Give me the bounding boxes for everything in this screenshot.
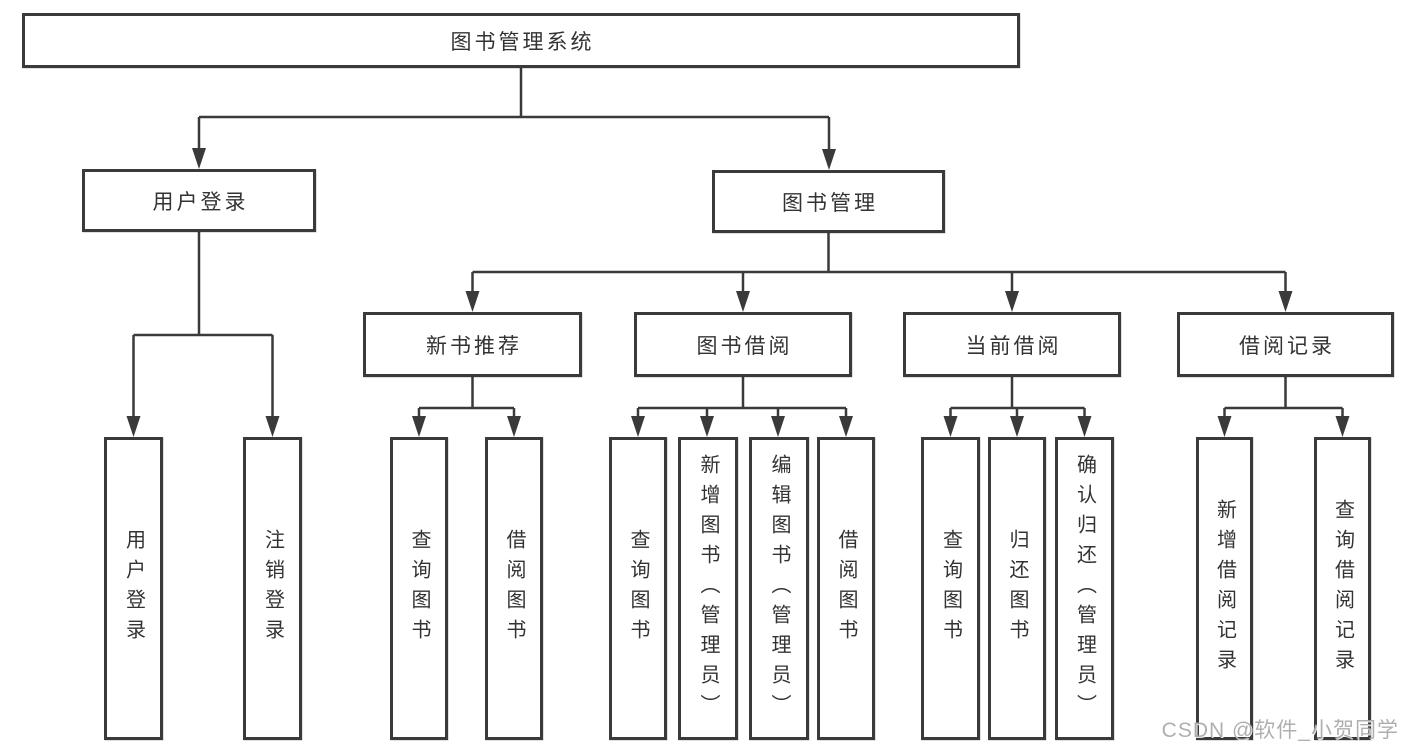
node-borrow-records: 借阅记录	[1177, 312, 1394, 377]
node-leaf-query-books-borrow: 查询图书	[609, 437, 667, 740]
node-leaf-add-books-admin: 新增图书（管理员）	[678, 437, 738, 740]
node-leaf-query-borrow-record: 查询借阅记录	[1314, 437, 1371, 740]
node-leaf-add-borrow-record: 新增借阅记录	[1196, 437, 1253, 740]
node-book-borrow: 图书借阅	[634, 312, 852, 377]
node-current-borrow: 当前借阅	[903, 312, 1121, 377]
node-user-login: 用户登录	[82, 169, 316, 232]
node-book-management: 图书管理	[712, 170, 945, 233]
node-leaf-return-books: 归还图书	[988, 437, 1046, 740]
node-leaf-logout: 注销登录	[243, 437, 302, 740]
node-leaf-user-login: 用户登录	[104, 437, 163, 740]
node-system-root: 图书管理系统	[22, 13, 1020, 68]
node-leaf-borrow-books-recommend: 借阅图书	[485, 437, 543, 740]
node-leaf-query-books-current: 查询图书	[921, 437, 980, 740]
node-leaf-edit-books-admin: 编辑图书（管理员）	[749, 437, 809, 740]
node-leaf-confirm-return-admin: 确认归还（管理员）	[1055, 437, 1114, 740]
watermark-text: CSDN @软件_小贺同学	[1161, 719, 1399, 742]
node-new-book-recommend: 新书推荐	[363, 312, 582, 377]
node-leaf-borrow-books: 借阅图书	[817, 437, 875, 740]
node-leaf-query-books-recommend: 查询图书	[390, 437, 448, 740]
